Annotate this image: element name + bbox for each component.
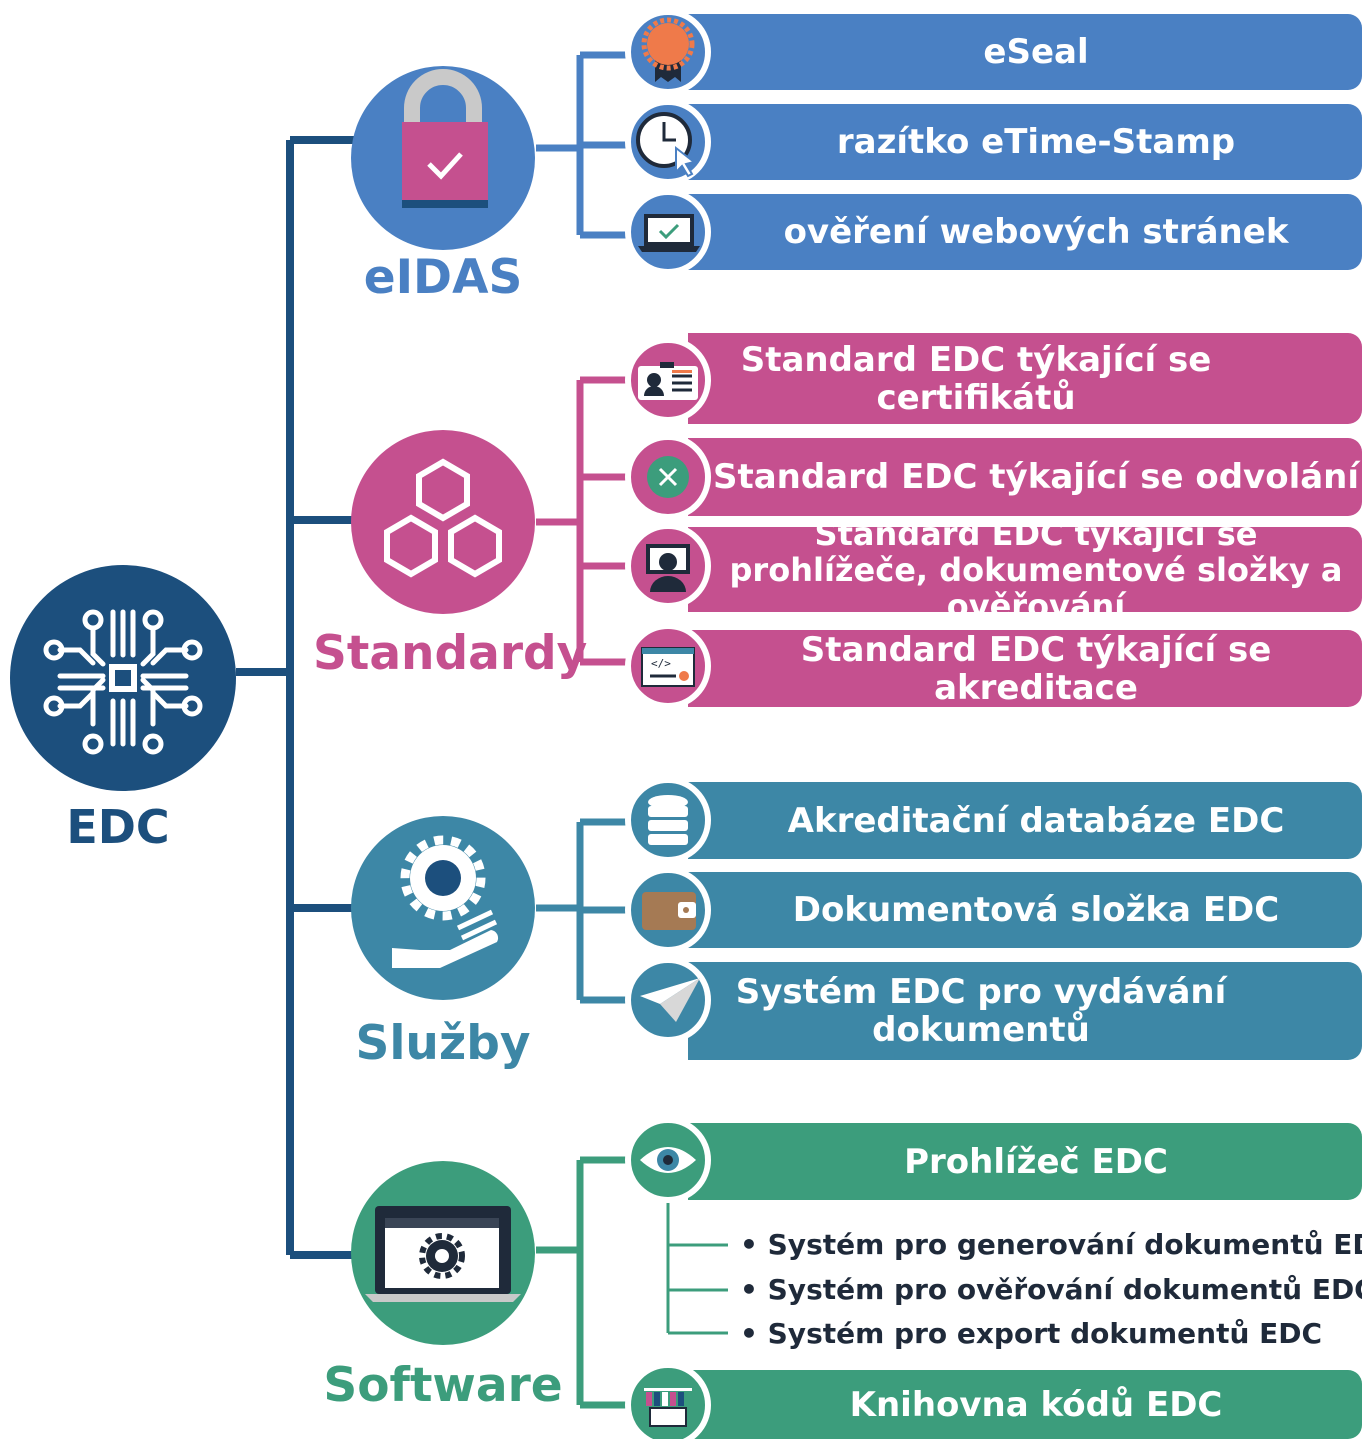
circuit-chip-icon bbox=[43, 609, 203, 755]
item-label: Standard EDC týkající se akreditace bbox=[800, 629, 1272, 708]
item-icon-wallet bbox=[625, 867, 711, 953]
laptop-check-icon bbox=[638, 214, 700, 252]
item-icon-issuing bbox=[625, 957, 711, 1043]
paper-plane-icon bbox=[640, 978, 700, 1022]
item-label: Knihovna kódů EDC bbox=[849, 1384, 1223, 1425]
item-standard-certificates: Standard EDC týkající se certifikátů bbox=[690, 333, 1362, 424]
item-icon-database bbox=[625, 777, 711, 863]
code-certificate-icon: </> bbox=[641, 647, 695, 687]
item-icon-revocation bbox=[625, 434, 711, 520]
root-node bbox=[10, 565, 236, 791]
item-label: razítko eTime-Stamp bbox=[836, 122, 1236, 162]
item-accreditation-database: Akreditační databáze EDC bbox=[690, 782, 1362, 859]
item-icon-library bbox=[625, 1362, 711, 1439]
user-monitor-icon bbox=[646, 544, 690, 592]
category-node-software bbox=[351, 1161, 535, 1345]
sluzby-connectors bbox=[536, 818, 630, 1004]
item-web-verification: ověření webových stránek bbox=[690, 194, 1362, 270]
category-label-sluzby: Služby bbox=[355, 1016, 531, 1071]
item-code-library: Knihovna kódů EDC bbox=[690, 1370, 1362, 1439]
item-etime-stamp: razítko eTime-Stamp bbox=[690, 104, 1362, 180]
item-standard-accreditation: Standard EDC týkající se akreditace bbox=[690, 630, 1362, 707]
hexagons-icon bbox=[384, 458, 502, 578]
eidas-connectors bbox=[536, 51, 630, 239]
clock-cursor-icon bbox=[636, 112, 697, 178]
category-label-software: Software bbox=[323, 1358, 563, 1413]
item-viewer: Prohlížeč EDC bbox=[690, 1123, 1362, 1200]
category-node-eidas bbox=[351, 66, 535, 250]
item-label: ověření webových stránek bbox=[783, 212, 1289, 252]
svg-text:</>: </> bbox=[651, 657, 671, 670]
item-issuing-system: Systém EDC pro vydávání dokumentů bbox=[690, 962, 1362, 1060]
category-node-sluzby bbox=[351, 816, 535, 1000]
item-icon-viewer-software bbox=[625, 1117, 711, 1203]
gear-hand-icon bbox=[392, 835, 499, 968]
item-label: eSeal bbox=[983, 32, 1089, 72]
item-label: Standard EDC týkající se prohlížeče, dok… bbox=[729, 514, 1343, 625]
database-icon bbox=[648, 795, 688, 845]
item-icon-viewer bbox=[625, 523, 711, 609]
laptop-gear-icon bbox=[365, 1206, 521, 1302]
subitem-connectors bbox=[666, 1195, 728, 1335]
item-label: Akreditační databáze EDC bbox=[787, 800, 1285, 841]
subitem-generation: • Systém pro generování dokumentů EDC bbox=[740, 1228, 1362, 1261]
item-standard-revocation: Standard EDC týkající se odvolání bbox=[690, 438, 1362, 516]
standardy-connectors bbox=[536, 376, 630, 666]
subitem-verification: • Systém pro ověřování dokumentů EDC bbox=[740, 1273, 1362, 1306]
id-card-icon bbox=[638, 362, 698, 400]
books-monitor-icon bbox=[644, 1388, 692, 1427]
software-connectors bbox=[536, 1156, 630, 1409]
root-label: EDC bbox=[66, 800, 170, 854]
item-label: Systém EDC pro vydávání dokumentů bbox=[735, 972, 1227, 1050]
item-label: Standard EDC týkající se odvolání bbox=[712, 457, 1360, 497]
category-label-standardy: Standardy bbox=[313, 626, 588, 681]
category-node-standardy bbox=[351, 430, 535, 614]
padlock-icon bbox=[402, 69, 488, 208]
item-icon-accreditation: </> bbox=[625, 623, 711, 709]
item-icon-timestamp bbox=[625, 99, 711, 185]
trunk-connectors bbox=[236, 136, 360, 1259]
subitem-export: • Systém pro export dokumentů EDC bbox=[740, 1317, 1323, 1350]
item-label: Prohlížeč EDC bbox=[904, 1141, 1168, 1182]
item-icon-cert bbox=[625, 337, 711, 423]
item-standard-viewer: Standard EDC týkající se prohlížeče, dok… bbox=[690, 516, 1362, 624]
wallet-icon bbox=[642, 892, 696, 930]
eye-icon bbox=[640, 1147, 696, 1173]
item-bars bbox=[688, 14, 1362, 1439]
item-document-wallet: Dokumentová složka EDC bbox=[690, 872, 1362, 948]
item-icon-eseal bbox=[625, 9, 711, 95]
seal-rosette-icon bbox=[641, 17, 695, 82]
item-eseal: eSeal bbox=[690, 14, 1362, 90]
item-label: Dokumentová složka EDC bbox=[792, 890, 1280, 930]
item-icon-web bbox=[625, 189, 711, 275]
close-circle-icon bbox=[647, 456, 689, 498]
category-label-eidas: eIDAS bbox=[363, 250, 523, 305]
item-label: Standard EDC týkající se certifikátů bbox=[740, 339, 1212, 418]
